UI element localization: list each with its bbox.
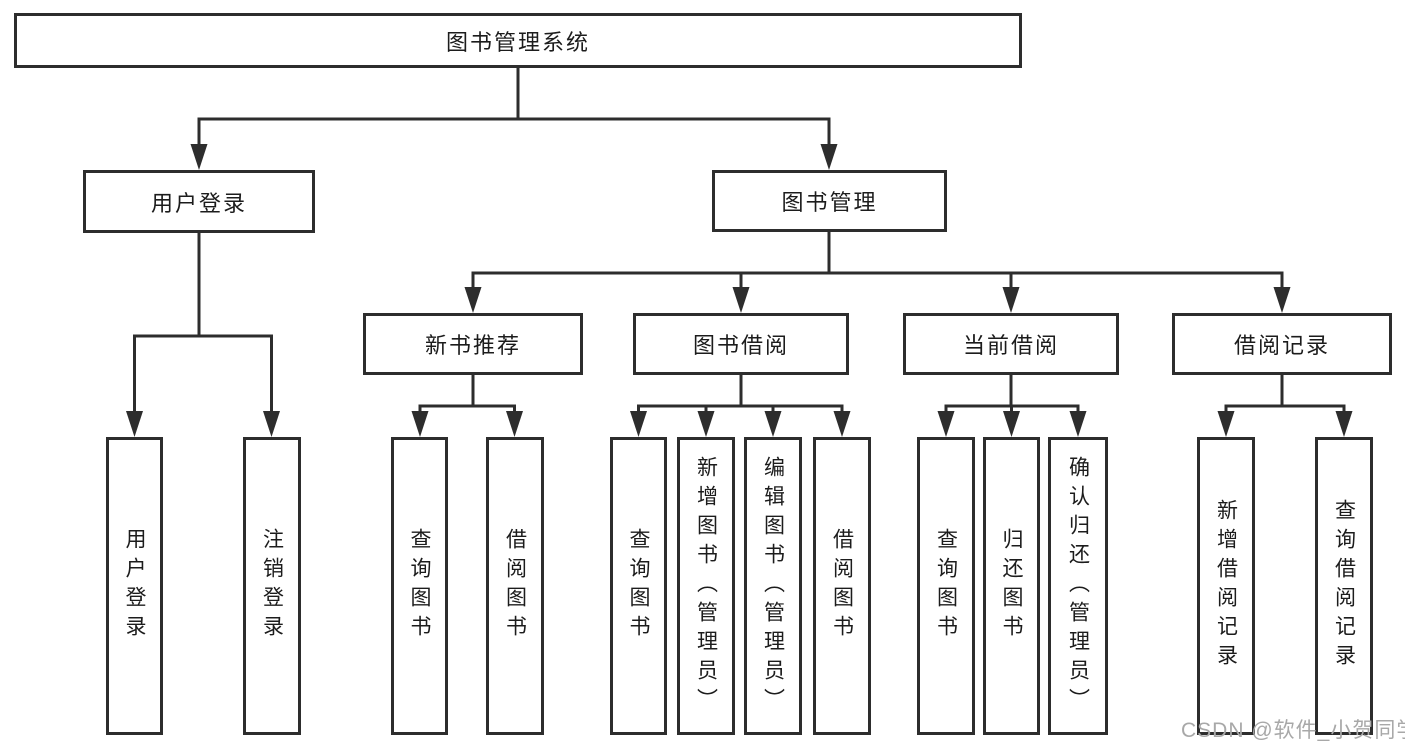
node-label: 新增借阅记录	[1214, 499, 1238, 673]
leaf-confirm-return-admin: 确认归还（管理员）	[1048, 437, 1108, 735]
node-label: 注销登录	[260, 528, 284, 644]
leaf-logout: 注销登录	[243, 437, 301, 735]
node-label: 查询图书	[408, 528, 432, 644]
leaf-borrow-books-recommend: 借阅图书	[486, 437, 544, 735]
node-label: 图书管理	[781, 190, 878, 215]
node-current-borrow: 当前借阅	[903, 313, 1119, 375]
node-root: 图书管理系统	[14, 13, 1022, 68]
leaf-edit-book-admin: 编辑图书（管理员）	[744, 437, 802, 735]
leaf-user-login: 用户登录	[106, 437, 163, 735]
node-book-management: 图书管理	[712, 170, 947, 232]
watermark-text: CSDN @软件_小贺同学	[1181, 719, 1405, 742]
node-label: 查询图书	[934, 528, 958, 644]
node-label: 查询图书	[627, 528, 651, 644]
leaf-query-books-recommend: 查询图书	[391, 437, 448, 735]
node-label: 查询借阅记录	[1332, 499, 1356, 673]
node-label: 新增图书（管理员）	[694, 455, 718, 717]
leaf-add-borrow-record: 新增借阅记录	[1197, 437, 1255, 735]
node-label: 图书管理系统	[445, 29, 590, 55]
node-label: 用户登录	[123, 528, 147, 644]
leaf-return-book: 归还图书	[983, 437, 1040, 735]
node-label: 借阅图书	[503, 528, 527, 644]
node-label: 用户登录	[150, 190, 247, 216]
leaf-query-books-current: 查询图书	[917, 437, 975, 735]
node-label: 确认归还（管理员）	[1066, 455, 1090, 717]
node-label: 借阅图书	[830, 528, 854, 644]
node-book-borrow: 图书借阅	[633, 313, 849, 375]
node-label: 编辑图书（管理员）	[761, 455, 785, 717]
node-label: 新书推荐	[424, 333, 521, 358]
leaf-query-borrow-record: 查询借阅记录	[1315, 437, 1373, 735]
node-user-login-branch: 用户登录	[83, 170, 315, 233]
node-label: 借阅记录	[1233, 333, 1330, 358]
node-label: 图书借阅	[692, 333, 789, 358]
node-label: 当前借阅	[962, 333, 1059, 358]
node-borrow-records: 借阅记录	[1172, 313, 1392, 375]
leaf-add-book-admin: 新增图书（管理员）	[677, 437, 735, 735]
leaf-query-books-borrow: 查询图书	[610, 437, 667, 735]
leaf-borrow-books: 借阅图书	[813, 437, 871, 735]
node-label: 归还图书	[1000, 528, 1024, 644]
node-new-book-recommend: 新书推荐	[363, 313, 583, 375]
